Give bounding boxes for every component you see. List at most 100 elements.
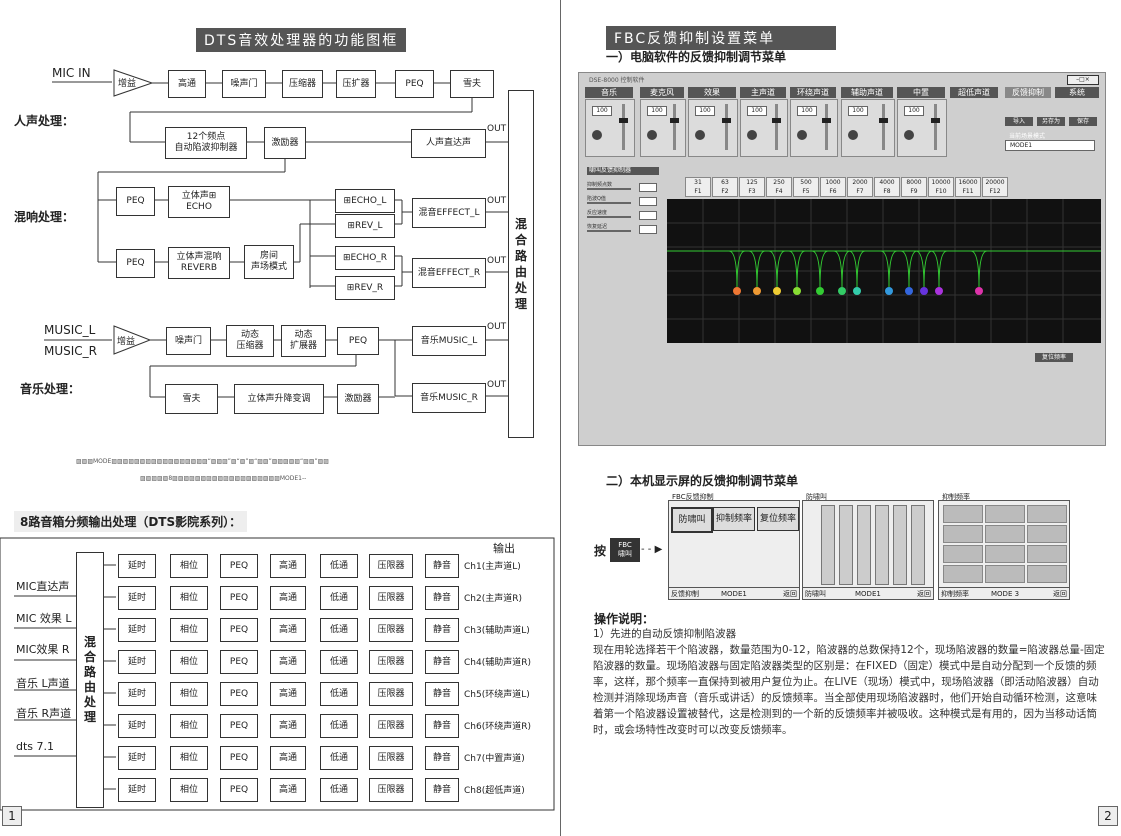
lcd1-back-button[interactable]: 返回 [783, 590, 797, 598]
tab-4[interactable]: 主声道 [740, 87, 786, 98]
lcd3-freq-cell[interactable] [985, 505, 1025, 523]
save-button[interactable]: 保存 [1069, 117, 1097, 126]
channel-value[interactable]: 100 [797, 106, 817, 116]
chain-block: 相位 [170, 778, 208, 802]
lcd2-slider[interactable] [839, 505, 853, 585]
notch-handle[interactable] [920, 287, 928, 295]
notch-handle[interactable] [905, 287, 913, 295]
channel-value[interactable]: 100 [904, 106, 924, 116]
fader-handle[interactable] [822, 118, 831, 123]
freq-value: 4000 [879, 179, 895, 186]
fbc-key-button[interactable]: FBC 啸叫 [610, 538, 640, 562]
lcd1-reset-button[interactable]: 复位频率 [757, 507, 799, 531]
volume-knob-icon[interactable] [592, 130, 602, 140]
mode-select[interactable]: MODE1 [1005, 140, 1095, 151]
fbc-param-value-box[interactable] [639, 211, 657, 220]
notch-handle[interactable] [733, 287, 741, 295]
fbc-param-value-box[interactable] [639, 197, 657, 206]
lcd3-freq-cell[interactable] [943, 525, 983, 543]
notch-handle[interactable] [935, 287, 943, 295]
tab-7[interactable]: 中置 [897, 87, 945, 98]
lcd2-slider[interactable] [911, 505, 925, 585]
fader-handle[interactable] [772, 118, 781, 123]
lcd2-slider[interactable] [821, 505, 835, 585]
notch-handle[interactable] [885, 287, 893, 295]
lcd3-freq-cell[interactable] [1027, 545, 1067, 563]
fbc-param-slider[interactable] [587, 230, 631, 232]
volume-knob-icon[interactable] [695, 130, 705, 140]
channel-value[interactable]: 100 [647, 106, 667, 116]
lcd3-freq-cell[interactable] [943, 505, 983, 523]
tab-1[interactable]: 音乐 [585, 87, 633, 98]
fbc-param-slider[interactable] [587, 188, 631, 190]
notch-handle[interactable] [853, 287, 861, 295]
notch-handle[interactable] [773, 287, 781, 295]
fbc-param-slider[interactable] [587, 216, 631, 218]
tab-6[interactable]: 辅助声道 [841, 87, 893, 98]
fader-handle[interactable] [619, 118, 628, 123]
save-as-button[interactable]: 另存为 [1037, 117, 1065, 126]
fader-handle[interactable] [670, 118, 679, 123]
volume-knob-icon[interactable] [848, 130, 858, 140]
fbc-param-slider[interactable] [587, 202, 631, 204]
lcd3-freq-cell[interactable] [943, 565, 983, 583]
freq-label: F7 [856, 188, 864, 195]
channel-value[interactable]: 100 [747, 106, 767, 116]
lcd3-freq-cell[interactable] [1027, 565, 1067, 583]
lcd2-back-button[interactable]: 返回 [917, 590, 931, 598]
tab-10[interactable]: 系统 [1055, 87, 1099, 98]
tab-9[interactable]: 反馈抑制 [1005, 87, 1051, 98]
lcd3-freq-cell[interactable] [985, 525, 1025, 543]
volume-knob-icon[interactable] [747, 130, 757, 140]
lcd3-freq-cell[interactable] [985, 545, 1025, 563]
fader-handle[interactable] [931, 118, 940, 123]
fader-handle[interactable] [879, 118, 888, 123]
channel-value[interactable]: 100 [848, 106, 868, 116]
import-button[interactable]: 导入 [1005, 117, 1033, 126]
tab-5[interactable]: 环绕声道 [790, 87, 836, 98]
channel-value[interactable]: 100 [695, 106, 715, 116]
lcd1-anti-howl-button[interactable]: 防啸叫 [671, 507, 713, 533]
fbc-param-label: 抑制频点数 [587, 182, 613, 188]
lcd1-freq-button[interactable]: 抑制频率 [713, 507, 755, 531]
lcd3-back-button[interactable]: 返回 [1053, 590, 1067, 598]
lcd3-freq-cell[interactable] [943, 545, 983, 563]
reset-freq-button[interactable]: 复位频率 [1035, 353, 1073, 362]
fbc-param-value-box[interactable] [639, 183, 657, 192]
volume-knob-icon[interactable] [797, 130, 807, 140]
lcd2-slider[interactable] [857, 505, 871, 585]
lcd3-freq-cell[interactable] [1027, 505, 1067, 523]
tab-8[interactable]: 超低声道 [950, 87, 998, 98]
window-controls-icon[interactable]: –□× [1067, 75, 1099, 85]
channel-value[interactable]: 100 [592, 106, 612, 116]
tab-2[interactable]: 麦克风 [640, 87, 684, 98]
tab-3[interactable]: 效果 [688, 87, 736, 98]
notch-handle[interactable] [838, 287, 846, 295]
fbc-param-panel: 啸叫反馈抑制器 抑制频点数陷波Q值反应速度恢复延迟 [587, 167, 663, 347]
notch-handle[interactable] [975, 287, 983, 295]
lcd3-freq-cell[interactable] [985, 565, 1025, 583]
notch-handle[interactable] [793, 287, 801, 295]
lcd3-freq-cell[interactable] [1027, 525, 1067, 543]
subtitle-2: 二）本机显示屏的反馈抑制调节菜单 [606, 474, 799, 488]
notch-handle[interactable] [753, 287, 761, 295]
lcd2-slider[interactable] [893, 505, 907, 585]
notch-handle[interactable] [816, 287, 824, 295]
fader-handle[interactable] [722, 118, 731, 123]
lcd2-slider[interactable] [875, 505, 889, 585]
volume-knob-icon[interactable] [647, 130, 657, 140]
volume-knob-icon[interactable] [904, 130, 914, 140]
fbc-param-value-box[interactable] [639, 225, 657, 234]
